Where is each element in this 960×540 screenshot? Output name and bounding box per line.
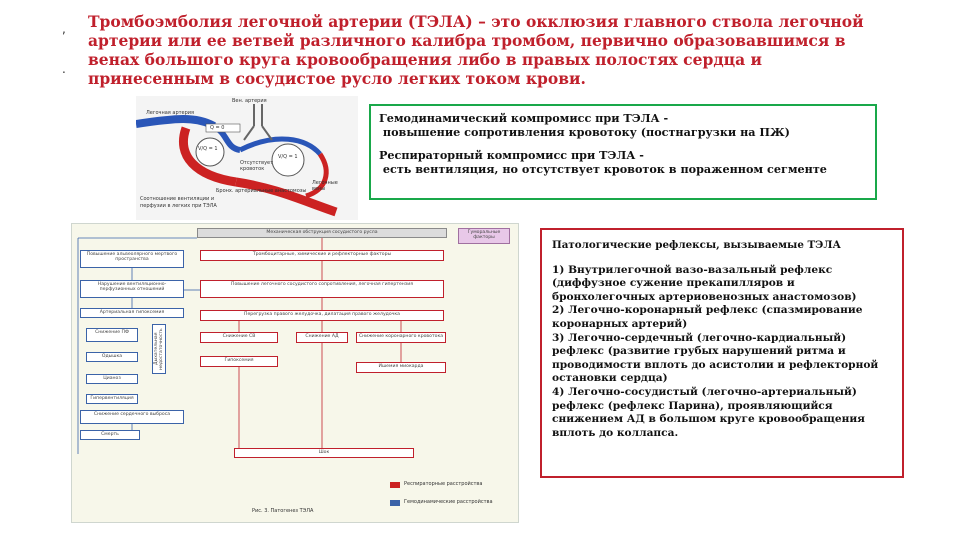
definition-line-3: венах большого круга кровообращения либо… [88, 50, 888, 69]
reflex-line-7: рефлекс (развитие грубых нарушений ритма… [552, 345, 892, 359]
figure-label-vein: Легочные вены [312, 180, 352, 192]
reflex-line-10: 4) Легочно-сосудистый (легочно-артериаль… [552, 386, 892, 400]
reflex-line-12: снижением АД в большом круге кровообраще… [552, 413, 892, 427]
definition-text: Тромбоэмболия легочной артерии (ТЭЛА) – … [88, 12, 888, 88]
figure-label-zone3: Q = 0 [210, 125, 225, 131]
flow-arrows [72, 224, 518, 522]
reflex-line-5: коронарных артерий) [552, 318, 892, 332]
legend-label-2: Гемодинамические расстройства [404, 499, 493, 505]
figure-label-pa: Легочная артерия [146, 110, 194, 116]
respiratory-title: Респираторный компромисс при ТЭЛА - [379, 148, 644, 162]
reflex-line-2: (диффузное сужение прекапилляров и [552, 277, 892, 291]
bullet-2: . [62, 62, 66, 76]
reflex-line-4: 2) Легочно-коронарный рефлекс (спазмиров… [552, 304, 892, 318]
ventilation-perfusion-figure: Вен. артерия Легочная артерия V/Q = 1 V/… [136, 96, 358, 220]
compromise-box: Гемодинамический компромисс при ТЭЛА - п… [369, 104, 877, 200]
respiratory-desc: есть вентиляция, но отсутствует кровоток… [383, 162, 827, 176]
legend-swatch-1 [390, 482, 400, 488]
definition-line-2: артерии или ее ветвей различного калибра… [88, 31, 888, 50]
figure-caption: Соотношение вентиляции и перфузии в легк… [140, 196, 232, 210]
reflex-line-3: бронхолегочных артериовенозных анастомоз… [552, 291, 892, 305]
legend-label-1: Респираторные расстройства [404, 481, 482, 487]
definition-line-4: принесенным в сосудистое русло легких то… [88, 69, 888, 88]
figure-label-zone1: V/Q = 1 [198, 146, 218, 152]
hemodynamic-desc: повышение сопротивления кровотоку (постн… [383, 125, 790, 139]
reflex-line-11: рефлекс (рефлекс Парина), проявляющийся [552, 400, 892, 414]
legend-swatch-2 [390, 500, 400, 506]
reflexes-heading: Патологические рефлексы, вызываемые ТЭЛА [552, 239, 892, 253]
reflex-line-9: остановки сердца) [552, 372, 892, 386]
bullet-1: , [62, 22, 66, 36]
flow-caption: Рис. 3. Патогенез ТЭЛА [252, 508, 313, 514]
reflex-line-1: 1) Внутрилегочной вазо-вазальный рефлекс [552, 264, 892, 278]
figure-label-top: Вен. артерия [232, 98, 267, 104]
pathological-reflexes-box: Патологические рефлексы, вызываемые ТЭЛА… [540, 228, 904, 478]
figure-label-zone2: V/Q = 1 [278, 154, 298, 160]
reflex-line-6: 3) Легочно-сердечный (легочно-кардиальны… [552, 332, 892, 346]
figure-label-anast: Бронх. артериальные анастомозы [216, 188, 326, 194]
hemodynamic-title: Гемодинамический компромисс при ТЭЛА - [379, 111, 668, 125]
figure-label-bronchus: Отсутствует кровоток [240, 160, 280, 172]
reflex-line-8: проводимости вплоть до асистолии и рефле… [552, 359, 892, 373]
definition-line-1: Тромбоэмболия легочной артерии (ТЭЛА) – … [88, 12, 888, 31]
pathogenesis-flowchart: Механическая обструкция сосудистого русл… [71, 223, 519, 523]
reflex-line-13: вплоть до коллапса. [552, 427, 892, 441]
